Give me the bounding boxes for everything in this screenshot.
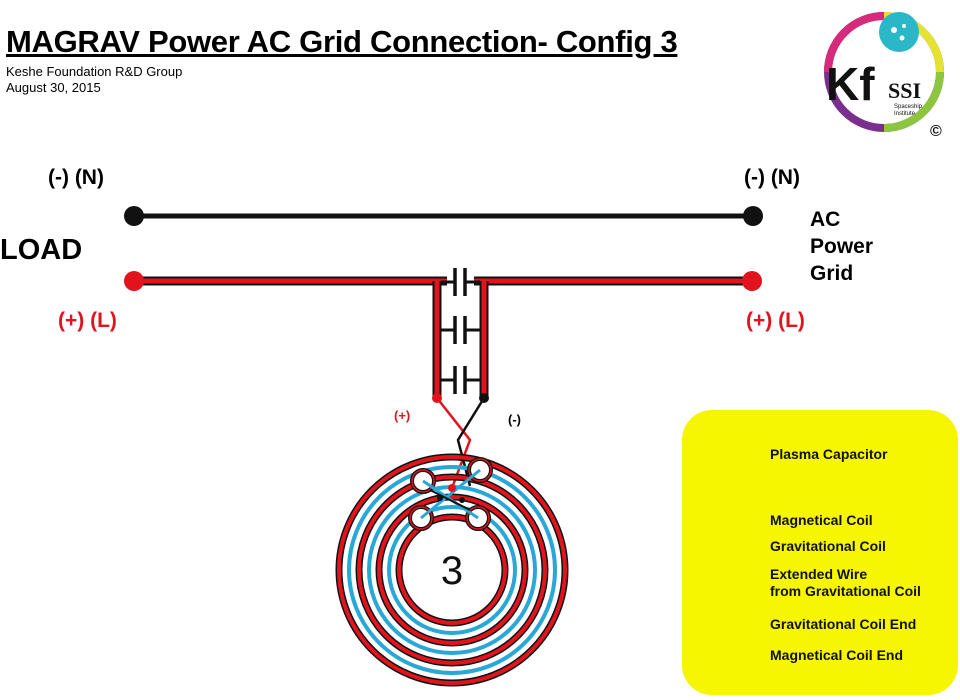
legend-extended-label: Extended Wire from Gravitational Coil [770, 566, 921, 600]
legend-grav-end-label: Gravitational Coil End [770, 616, 917, 632]
logo-kf-text: Kf [826, 58, 875, 110]
copyright-symbol: © [930, 123, 942, 140]
logo-small-2: Institute [894, 111, 916, 117]
legend-gravitational-label: Gravitational Coil [770, 538, 886, 554]
legend-capacitor-label: Plasma Capacitor [770, 446, 888, 462]
neutral-left-label: (-) (N) [48, 166, 104, 189]
legend-magnetical-label: Magnetical Coil [770, 512, 873, 528]
live-right-terminal [742, 271, 762, 291]
plasma-capacitor-1 [441, 268, 480, 296]
legend-extended-line-2: from Gravitational Coil [770, 583, 921, 599]
gravitational-lead [456, 397, 486, 487]
logo-small-1: Spaceship [894, 104, 923, 110]
legend-panel [682, 410, 958, 695]
page-title: MAGRAV Power AC Grid Connection- Config … [6, 24, 678, 59]
ac-grid-line-3: Grid [810, 262, 854, 285]
coil-plus-label: (+) [394, 408, 411, 423]
date-label: August 30, 2015 [6, 80, 101, 95]
capacitor-branch [432, 268, 489, 398]
ac-grid-label: AC Power Grid [810, 206, 873, 287]
plasma-capacitor-2 [441, 316, 480, 344]
magnetical-lead [436, 397, 472, 489]
coil-minus-label: (-) [508, 412, 521, 427]
load-label: LOAD [0, 234, 83, 266]
legend-mag-end-label: Magnetical Coil End [770, 647, 904, 663]
neutral-left-terminal [124, 206, 144, 226]
ac-grid-line-1: AC [810, 208, 841, 231]
live-right-label: (+) (L) [746, 309, 805, 332]
neutral-right-label: (-) (N) [744, 166, 800, 189]
plasma-capacitor-3 [441, 366, 480, 394]
coil-number: 3 [441, 549, 463, 593]
ac-grid-line-2: Power [810, 235, 874, 258]
live-left-terminal [124, 271, 144, 291]
live-left-label: (+) (L) [58, 309, 117, 332]
legend-extended-line-1: Extended Wire [770, 566, 868, 582]
kfssi-logo: Kf SSI Spaceship Institute © [812, 8, 957, 143]
neutral-right-terminal [743, 206, 763, 226]
logo-ssi-text: SSI [888, 78, 921, 103]
organization-label: Keshe Foundation R&D Group [6, 64, 183, 79]
coil-assembly [335, 453, 569, 687]
